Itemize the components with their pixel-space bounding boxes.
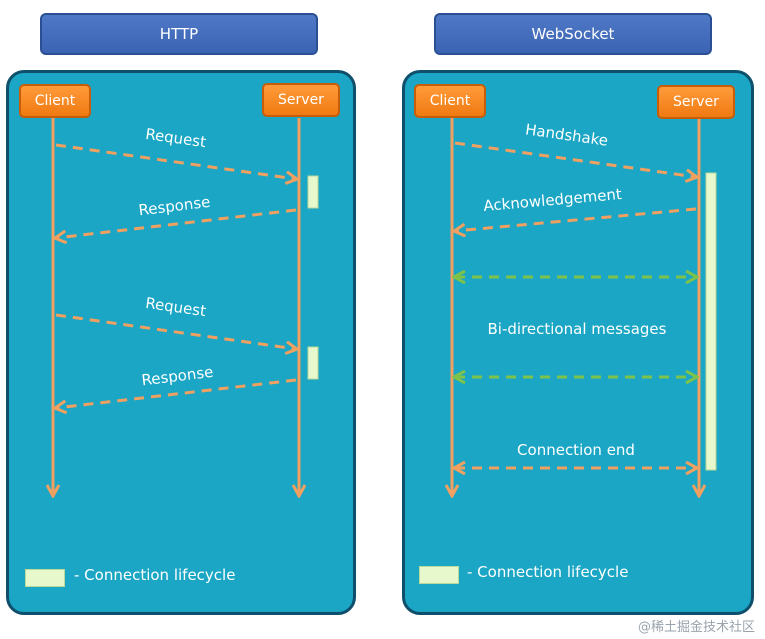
http-server-box: Server	[262, 83, 340, 117]
ws-msg-label-3: Bi-directional messages	[488, 320, 667, 338]
http-request-arrow-2	[55, 313, 296, 349]
ws-lifecycle-bar	[705, 172, 717, 471]
http-msg-label-4: Response	[141, 363, 215, 390]
ws-server-box: Server	[657, 85, 735, 119]
http-title: HTTP	[40, 13, 318, 55]
ws-legend-label: - Connection lifecycle	[467, 563, 629, 581]
http-lifecycle-bar-1	[307, 175, 319, 209]
http-legend-swatch	[25, 569, 65, 587]
ws-msg-label-2: Acknowledgement	[483, 185, 623, 215]
ws-client-box: Client	[414, 84, 486, 118]
http-lifecycle-bar-2	[307, 346, 319, 380]
http-response-arrow-2	[56, 378, 297, 408]
ws-ack-arrow	[455, 207, 697, 231]
http-response-arrow-1	[56, 208, 297, 238]
ws-handshake-arrow	[454, 141, 696, 177]
http-legend-label: - Connection lifecycle	[74, 566, 236, 584]
ws-msg-label-4: Connection end	[517, 441, 635, 459]
http-request-arrow-1	[55, 143, 296, 179]
ws-legend-swatch	[419, 566, 459, 584]
watermark-text: @稀土掘金技术社区	[637, 620, 755, 635]
http-msg-label-1: Request	[144, 125, 207, 151]
http-msg-label-3: Request	[144, 294, 207, 320]
http-client-box: Client	[19, 84, 91, 118]
websocket-title: WebSocket	[434, 13, 712, 55]
http-msg-label-2: Response	[138, 193, 212, 220]
ws-msg-label-1: Handshake	[524, 120, 609, 149]
